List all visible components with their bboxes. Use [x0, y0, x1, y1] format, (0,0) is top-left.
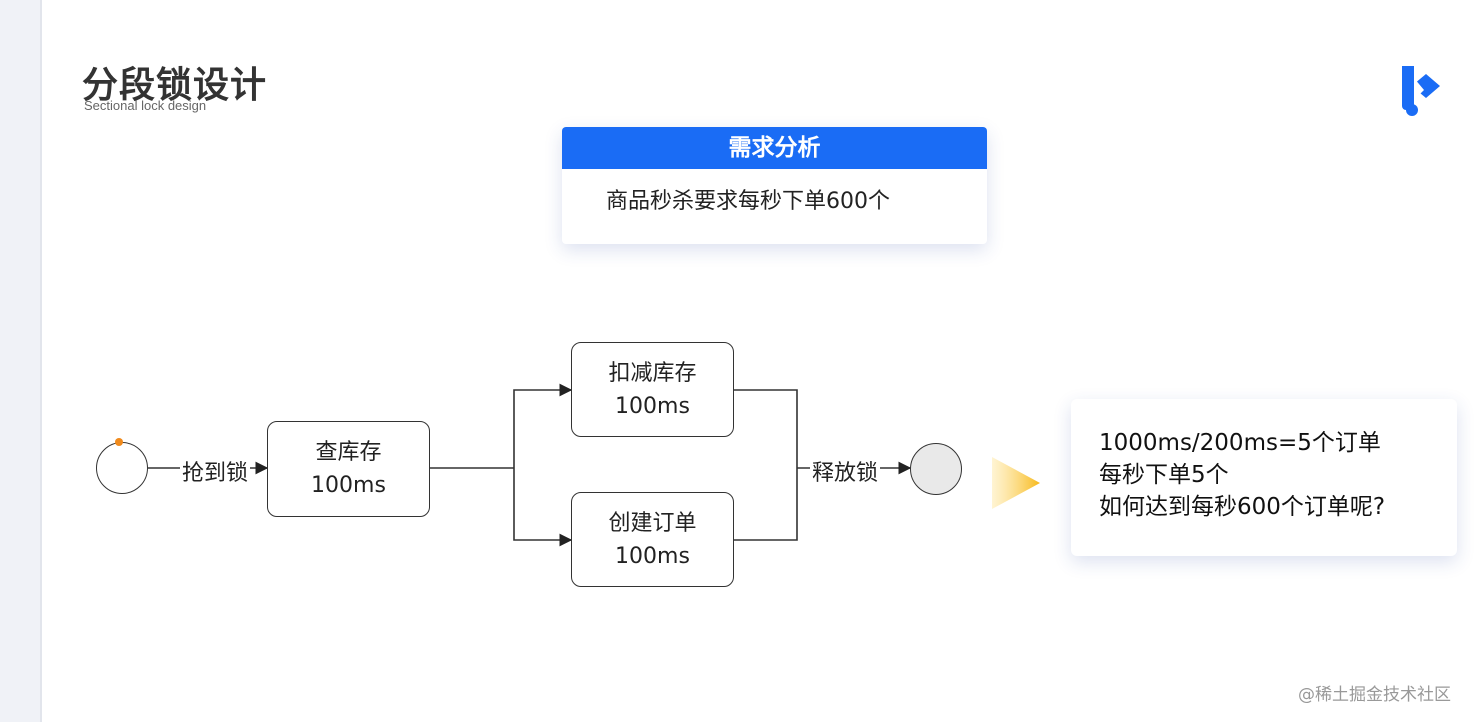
result-line-question: 如何达到每秒600个订单呢? [1099, 494, 1386, 520]
check-stock-name: 查库存 [315, 440, 382, 465]
deduct-stock-box: 扣减库存 100ms [571, 342, 734, 437]
end-node [910, 443, 962, 495]
requirement-card: 需求分析 商品秒杀要求每秒下单600个 [562, 127, 987, 244]
triangle-pointer-icon [992, 457, 1040, 509]
check-stock-box: 查库存 100ms [267, 421, 430, 517]
release-lock-label: 释放锁 [810, 455, 881, 487]
requirement-text: 商品秒杀要求每秒下单600个 [606, 189, 890, 214]
deduct-stock-duration: 100ms [615, 393, 690, 419]
check-stock-duration: 100ms [311, 473, 386, 498]
edge-create-to-join [733, 468, 798, 541]
requirement-header: 需求分析 [562, 127, 987, 169]
create-order-name: 创建订单 [608, 510, 697, 536]
result-line-calculation: 1000ms/200ms=5个订单 [1099, 430, 1381, 456]
edge-deduct-to-join [733, 389, 798, 468]
edge-fork-to-deduct [513, 383, 573, 468]
create-order-box: 创建订单 100ms [571, 492, 734, 587]
edge-fork-to-create [513, 468, 573, 547]
slide-title: 分段锁设计 [82, 65, 268, 106]
start-node [96, 442, 148, 494]
create-order-duration: 100ms [615, 543, 690, 569]
left-edge-strip [0, 0, 42, 722]
grab-lock-label: 抢到锁 [180, 455, 251, 487]
result-card: 1000ms/200ms=5个订单 每秒下单5个 如何达到每秒600个订单呢? [1071, 399, 1457, 556]
juejin-k-logo-icon [1402, 66, 1440, 116]
watermark: @稀土掘金技术社区 [1298, 685, 1451, 705]
slide-subtitle: Sectional lock design [84, 98, 207, 113]
deduct-stock-name: 扣减库存 [608, 360, 697, 386]
result-line-rate: 每秒下单5个 [1099, 462, 1229, 488]
start-marker-dot [115, 438, 123, 446]
